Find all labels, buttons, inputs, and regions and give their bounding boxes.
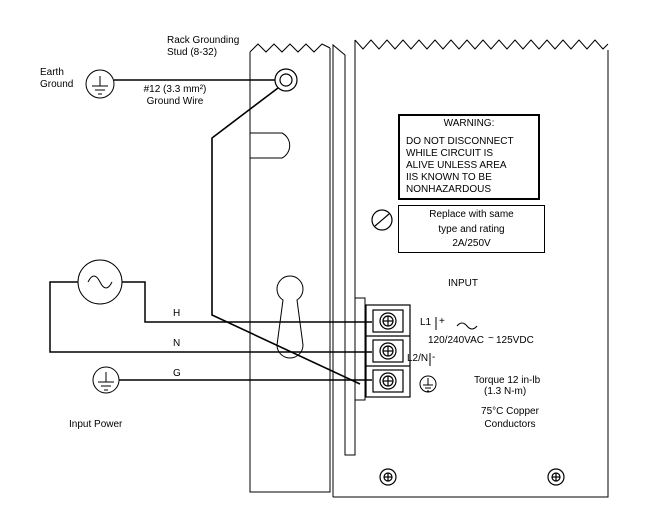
wire-h-label: H [173, 308, 181, 319]
terminal-screw-l1-icon [379, 312, 397, 330]
wire-n [49, 281, 372, 353]
wire-h [122, 281, 372, 323]
earth-ground-label-1: Earth [40, 67, 64, 78]
voltage-dc-label: 125VDC [496, 335, 534, 346]
warning-line: ALIVE UNLESS AREA [406, 160, 507, 171]
copper-label-1: 75°C Copper [481, 406, 539, 417]
warning-title: WARNING: [443, 118, 495, 129]
fuse-rating-box: Replace with same type and rating 2A/250… [398, 205, 545, 253]
ground-wire-label-2: Ground Wire [146, 96, 204, 107]
ac-source-icon [77, 259, 123, 305]
rack-stud-label-1: Rack Grounding [167, 35, 240, 46]
terminal-l2n-label: L2/N [407, 353, 429, 364]
ground-jumper-wire [211, 87, 361, 385]
warning-box: WARNING: DO NOT DISCONNECT WHILE CIRCUIT… [398, 114, 540, 200]
warning-line: DO NOT DISCONNECT [406, 136, 514, 147]
torque-label-1: Torque 12 in-lb [474, 375, 541, 386]
terminal-block [365, 304, 411, 398]
terminal-plus-label: + [439, 316, 445, 327]
copper-label-2: Conductors [484, 419, 536, 430]
terminal-minus-label: - [432, 352, 436, 363]
warning-line: IIS KNOWN TO BE [406, 172, 492, 183]
tilde-label: ~ [488, 333, 494, 344]
voltage-ac-label: 120/240VAC [428, 335, 484, 346]
warning-line: WHILE CIRCUIT IS [406, 148, 494, 159]
terminal-screw-g-icon [379, 372, 397, 390]
rack-grounding-stud-icon [274, 68, 298, 92]
fuse-rating-line: type and rating [438, 224, 505, 235]
wire-g-label: G [173, 368, 181, 379]
terminal-screw-l2n-icon [379, 342, 397, 360]
terminal-markings [429, 317, 478, 366]
earth-ground-icon [85, 69, 115, 99]
input-ground-icon [92, 366, 120, 394]
mounting-screw-left-icon [379, 468, 397, 486]
earth-ground-label-2: Ground [40, 79, 74, 90]
rack-panel [249, 43, 331, 493]
fuse-rating-line: 2A/250V [452, 238, 491, 249]
rack-stud-label-2: Stud (8-32) [167, 47, 218, 58]
mounting-screw-right-icon [547, 468, 565, 486]
power-supply-body [332, 39, 609, 498]
chassis-ground-icon [419, 375, 437, 393]
terminal-l1-label: L1 [420, 317, 432, 328]
input-label: INPUT [448, 278, 478, 289]
wire-n-label: N [173, 338, 181, 349]
torque-label-2: (1.3 N-m) [484, 386, 527, 397]
ground-wire-label-1: #12 (3.3 mm²) [143, 84, 207, 95]
fuse-rating-line: Replace with same [429, 209, 514, 220]
warning-line: NONHAZARDOUS [406, 184, 492, 195]
fuse-holder-screw-icon [371, 209, 393, 231]
input-power-label: Input Power [69, 419, 123, 430]
